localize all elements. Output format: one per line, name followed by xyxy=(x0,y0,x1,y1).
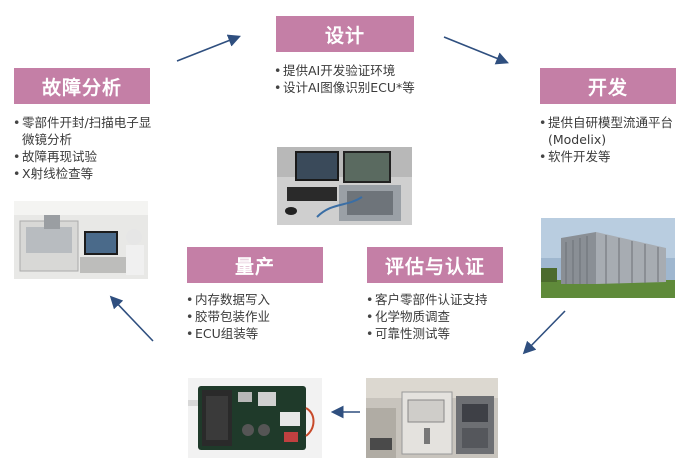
arrow-production-to-failure xyxy=(109,295,154,342)
development-photo-building xyxy=(541,218,675,298)
failure-analysis-bullets: 零部件开封/扫描电子显微镜分析 故障再现试验 X射线检查等 xyxy=(13,114,158,182)
evaluation-item: 化学物质调查 xyxy=(366,308,526,325)
failure-analysis-item: 零部件开封/扫描电子显微镜分析 xyxy=(13,114,158,148)
development-item: 软件开发等 xyxy=(539,148,687,165)
production-photo-ecu-board xyxy=(188,378,322,458)
evaluation-title: 评估与认证 xyxy=(367,247,503,283)
production-bullets: 内存数据写入 胶带包装作业 ECU组装等 xyxy=(186,291,336,342)
failure-analysis-title: 故障分析 xyxy=(14,68,150,104)
failure-analysis-item: X射线检查等 xyxy=(13,165,158,182)
evaluation-photo-test-chamber xyxy=(366,378,498,458)
failure-analysis-photo-lab xyxy=(14,201,148,279)
evaluation-item: 可靠性测试等 xyxy=(366,325,526,342)
development-bullets: 提供自研模型流通平台(Modelix) 软件开发等 xyxy=(539,114,687,165)
arrow-failure-to-design xyxy=(176,34,241,62)
development-title: 开发 xyxy=(540,68,676,104)
production-title: 量产 xyxy=(187,247,323,283)
design-item: 提供AI开发验证环境 xyxy=(274,62,424,79)
design-bullets: 提供AI开发验证环境 设计AI图像识别ECU*等 xyxy=(274,62,424,96)
design-item: 设计AI图像识别ECU*等 xyxy=(274,79,424,96)
production-item: 胶带包装作业 xyxy=(186,308,336,325)
evaluation-bullets: 客户零部件认证支持 化学物质调查 可靠性测试等 xyxy=(366,291,526,342)
arrow-development-to-evaluation xyxy=(522,310,566,355)
failure-analysis-item: 故障再现试验 xyxy=(13,148,158,165)
production-item: 内存数据写入 xyxy=(186,291,336,308)
production-item: ECU组装等 xyxy=(186,325,336,342)
design-title: 设计 xyxy=(276,16,414,52)
arrow-design-to-development xyxy=(443,36,509,65)
design-photo-ai-dev-setup xyxy=(277,147,412,225)
evaluation-item: 客户零部件认证支持 xyxy=(366,291,526,308)
development-item: 提供自研模型流通平台(Modelix) xyxy=(539,114,687,148)
